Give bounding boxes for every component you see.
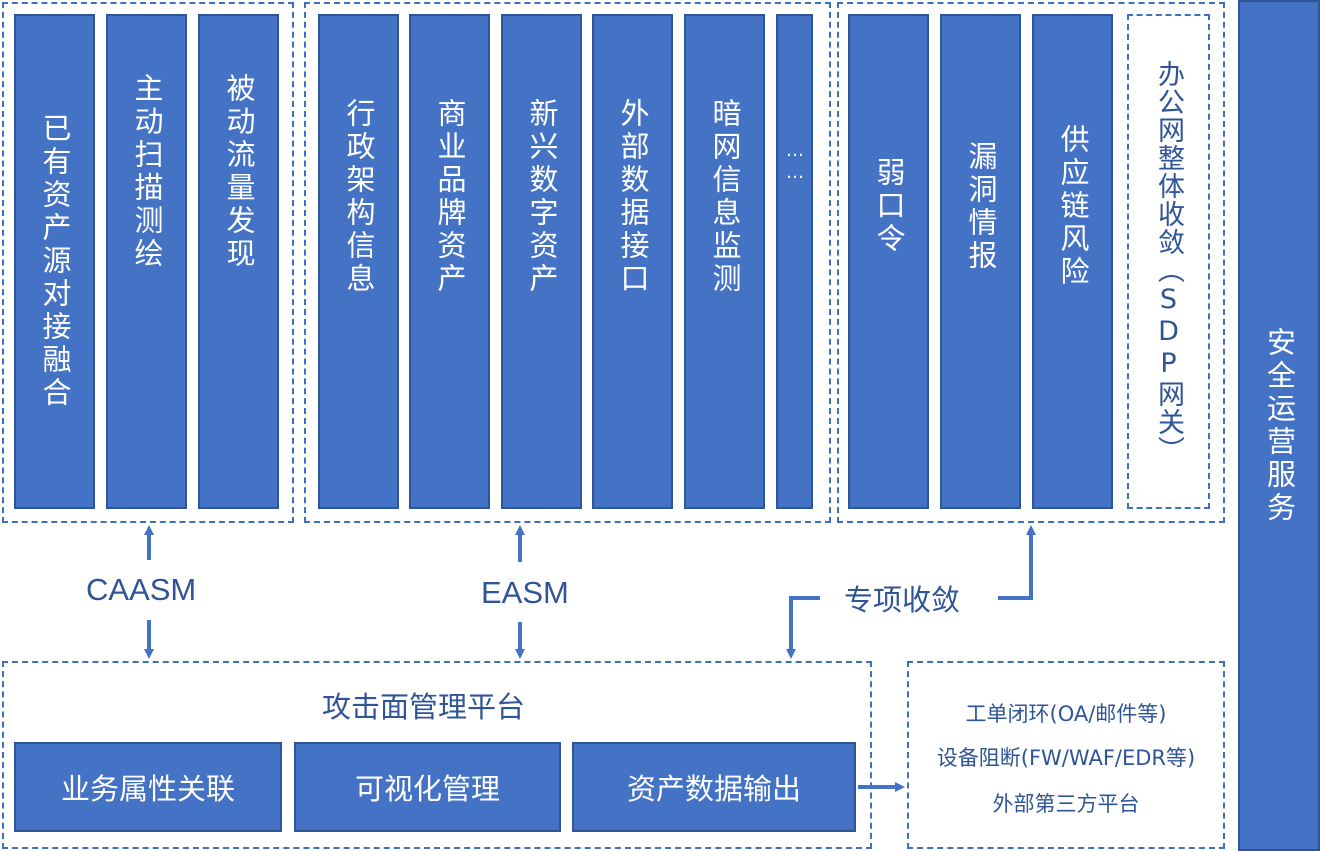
easm-item-digital-assets[interactable]: 新兴数字资产 <box>501 14 582 509</box>
security-ops-label: 安全运营服务 <box>1262 326 1297 525</box>
easm-item-label: …… <box>784 139 806 184</box>
special-item-label: 供应链风险 <box>1056 124 1090 289</box>
special-down-arrow <box>786 596 820 659</box>
platform-title: 攻击面管理平台 <box>322 690 526 724</box>
caasm-label: CAASM <box>86 572 197 607</box>
business-attribute-label: 业务属性关联 <box>60 772 235 806</box>
caasm-item-label: 已有资产源对接融合 <box>38 113 72 410</box>
special-label: 专项收敛 <box>844 583 961 617</box>
special-item-label: 弱口令 <box>872 157 906 256</box>
special-item-sdp-label: 办公网整体收敛（SDP网关） <box>1153 59 1184 464</box>
easm-item-label: 行政架构信息 <box>342 97 376 296</box>
third-party-line-block: 设备阻断(FW/WAF/EDR等) <box>936 746 1196 770</box>
special-item-supply-chain[interactable]: 供应链风险 <box>1032 14 1113 509</box>
easm-item-label: 暗网信息监测 <box>708 97 742 296</box>
caasm-item-label: 被动流量发现 <box>222 72 256 271</box>
caasm-item-label: 主动扫描测绘 <box>130 72 164 271</box>
easm-item-darkweb[interactable]: 暗网信息监测 <box>684 14 765 509</box>
easm-item-label: 商业品牌资产 <box>433 97 467 296</box>
easm-item-external-data[interactable]: 外部数据接口 <box>592 14 673 509</box>
security-ops-service[interactable]: 安全运营服务 <box>1238 0 1320 851</box>
easm-item-label: 外部数据接口 <box>616 97 650 296</box>
easm-item-label: 新兴数字资产 <box>525 97 559 296</box>
caasm-item-active-scan[interactable]: 主动扫描测绘 <box>106 14 187 509</box>
special-item-sdp[interactable]: 办公网整体收敛（SDP网关） <box>1127 14 1210 509</box>
special-item-vuln-intel[interactable]: 漏洞情报 <box>940 14 1021 509</box>
easm-item-more[interactable]: …… <box>776 14 813 509</box>
caasm-item-passive-traffic[interactable]: 被动流量发现 <box>198 14 279 509</box>
special-item-weak-password[interactable]: 弱口令 <box>848 14 929 509</box>
visual-management-label: 可视化管理 <box>354 772 500 806</box>
asset-data-output-button[interactable]: 资产数据输出 <box>572 742 856 832</box>
easm-item-brand-assets[interactable]: 商业品牌资产 <box>409 14 490 509</box>
visual-management-button[interactable]: 可视化管理 <box>294 742 561 832</box>
third-party-line-ticket: 工单闭环(OA/邮件等) <box>965 702 1167 726</box>
caasm-item-existing-sources[interactable]: 已有资产源对接融合 <box>14 14 95 509</box>
third-party-line-platform: 外部第三方平台 <box>992 792 1140 816</box>
easm-item-admin-structure[interactable]: 行政架构信息 <box>318 14 399 509</box>
special-up-arrow <box>998 525 1036 600</box>
easm-label: EASM <box>481 575 569 610</box>
asset-data-output-label: 资产数据输出 <box>626 772 801 806</box>
special-item-label: 漏洞情报 <box>964 140 998 273</box>
business-attribute-button[interactable]: 业务属性关联 <box>14 742 282 832</box>
third-party-group <box>907 661 1225 849</box>
